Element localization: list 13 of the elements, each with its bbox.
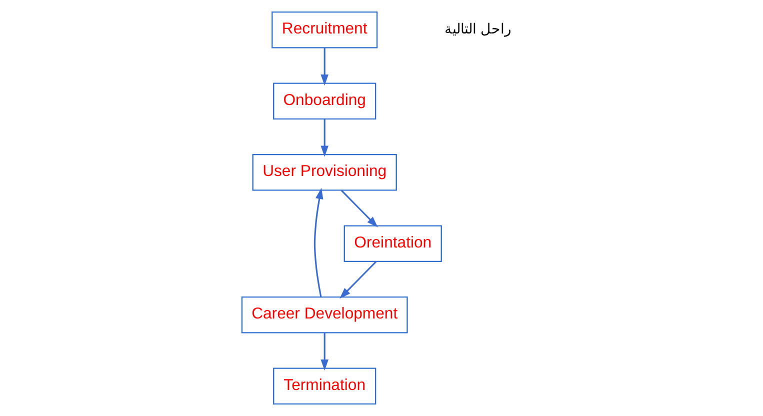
label: راحل التالية (444, 20, 512, 37)
arrow (340, 261, 377, 299)
node-box: Oreintation (344, 225, 442, 262)
arrow (320, 333, 328, 371)
node-box: Career Development (241, 296, 408, 334)
node-box: Termination (273, 368, 376, 405)
arrow (320, 119, 328, 157)
arrow (314, 188, 324, 298)
arrow (340, 190, 378, 228)
node-box: Onboarding (273, 82, 376, 120)
arrow (320, 48, 328, 86)
node-box: Recruitment (272, 11, 378, 48)
node-box: User Provisioning (252, 154, 397, 191)
